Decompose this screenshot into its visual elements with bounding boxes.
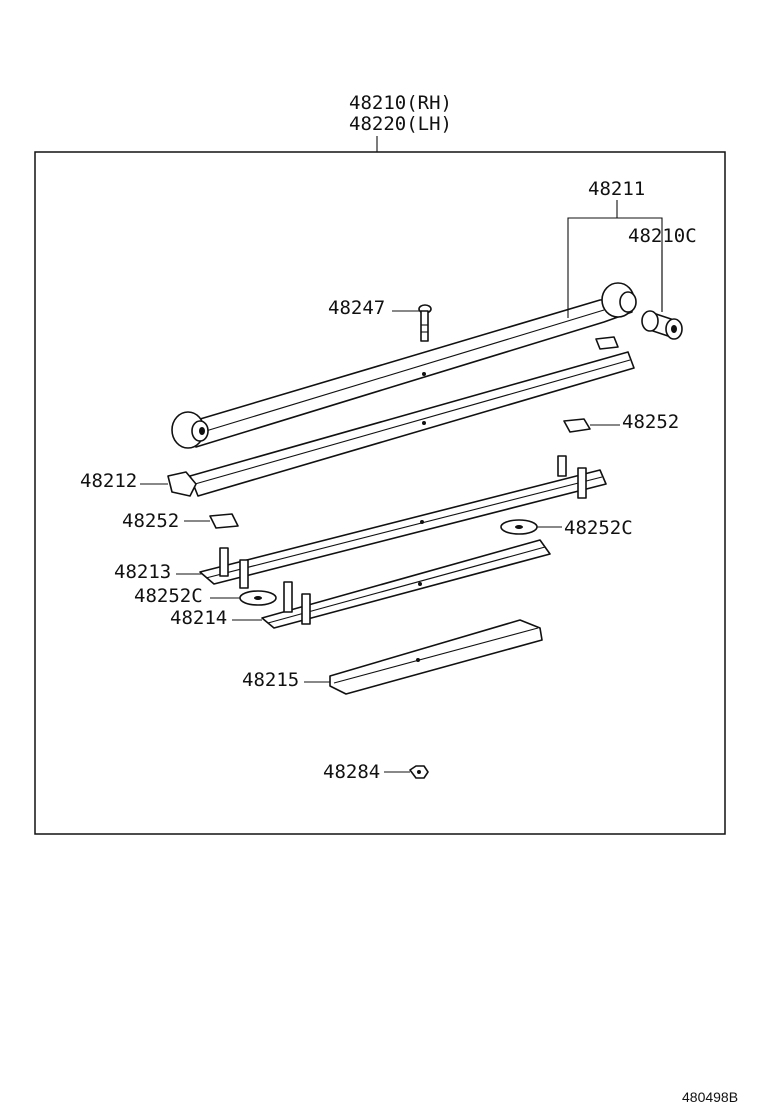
pad-48252-left [209, 513, 239, 529]
washer-48252c-left [239, 590, 277, 606]
assembly-label-rh: 48210(RH) [349, 92, 452, 114]
label-48210c: 48210C [628, 225, 697, 247]
label-48252c-left: 48252C [134, 585, 203, 607]
label-48252-right: 48252 [622, 411, 679, 433]
label-48284: 48284 [323, 761, 380, 783]
label-48252c-right: 48252C [564, 517, 633, 539]
main-leaf-48211 [171, 282, 637, 449]
pad-48252-top [595, 336, 619, 350]
label-48214: 48214 [170, 607, 227, 629]
fourth-leaf-48214 [261, 539, 551, 629]
label-48212: 48212 [80, 470, 137, 492]
fifth-leaf-48215 [329, 619, 543, 695]
diagram-code: 480498B [682, 1089, 738, 1105]
second-leaf-48212 [167, 351, 635, 497]
pad-48252-right [563, 418, 591, 433]
label-48211: 48211 [588, 178, 645, 200]
bushing-48210c [641, 310, 683, 340]
third-leaf-48213 [199, 455, 607, 589]
nut-48284 [409, 765, 429, 779]
washer-48252c-right [500, 519, 538, 535]
label-48252-left: 48252 [122, 510, 179, 532]
assembly-label-lh: 48220(LH) [349, 113, 452, 135]
center-bolt-48247 [418, 304, 432, 342]
assembly-frame [34, 151, 726, 835]
label-48213: 48213 [114, 561, 171, 583]
label-48215: 48215 [242, 669, 299, 691]
label-48247: 48247 [328, 297, 385, 319]
